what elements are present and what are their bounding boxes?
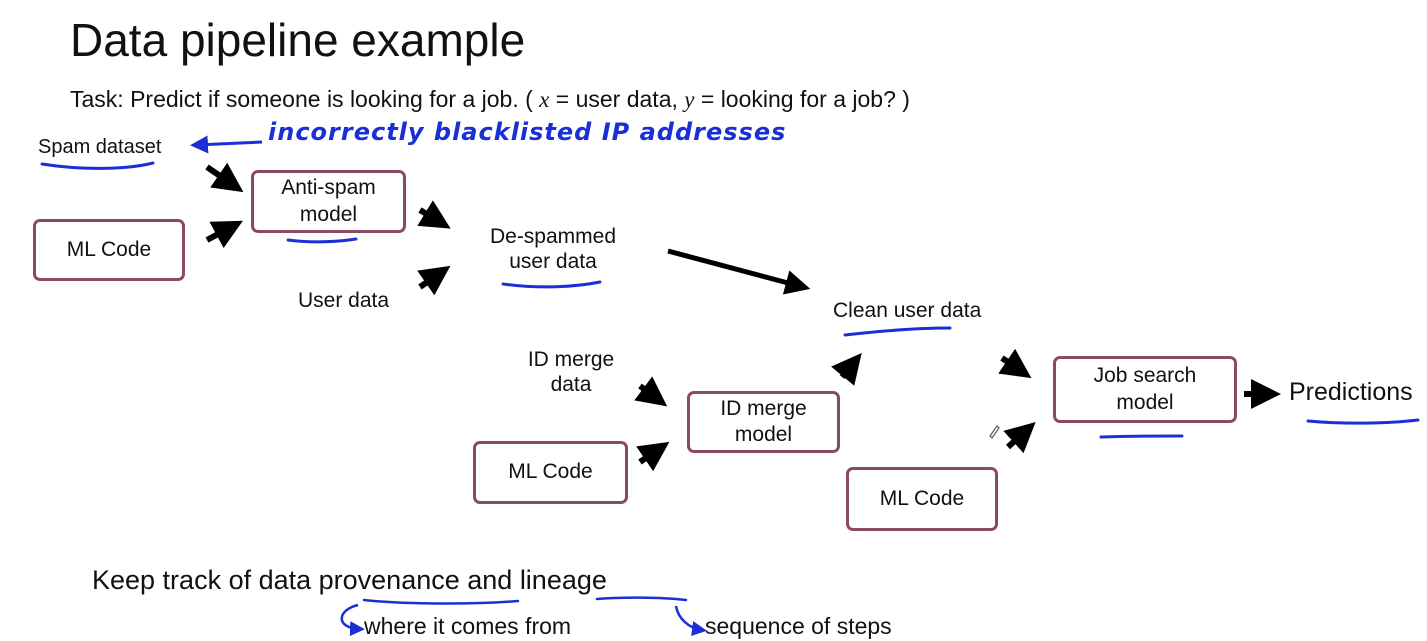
arrow-antispam-to-despammed [417,200,451,229]
lineage-word: lineage [519,565,607,595]
x-definition: = user data, [549,86,685,112]
clean-user-data-label: Clean user data [833,299,982,322]
task-prefix: Task: Predict if someone is looking for … [70,86,533,112]
sequence-of-steps-note: sequence of steps [705,613,892,639]
where-it-comes-from-note: where it comes from [364,613,572,639]
hook-arrow-provenance [340,603,365,637]
arrow-clean-to-jobsearch [998,348,1032,379]
provenance-word: provenance [318,565,460,595]
underline-anti-spam-model [286,237,358,244]
underline-despammed [501,280,602,289]
arrow-mlcode1-to-antispam [205,220,243,249]
arrow-spam-to-antispam [205,162,244,193]
anti-spam-line2: model [299,202,358,226]
x-variable: x [539,87,550,112]
underline-job-search-model [1099,434,1184,439]
ml-code-box-3: ML Code [846,467,998,531]
despammed-line2: user data [509,250,597,274]
handwritten-note: incorrectly blacklisted IP addresses [268,118,787,146]
id-merge-data-label: ID merge data [506,347,636,397]
page-title: Data pipeline example [70,14,526,66]
underline-lineage [595,596,688,602]
blue-arrow-to-spam-dataset [190,135,263,154]
ml-code-label-1: ML Code [66,237,152,261]
arrow-mlcode2-to-idmerge [636,441,670,472]
despammed-user-data-label: De-spammed user data [483,224,623,274]
arrow-despammed-to-clean [667,248,811,295]
underline-provenance [362,598,520,605]
y-definition: = looking for a job? ) [694,86,910,112]
keep-prefix: Keep track of data [92,565,319,595]
spam-dataset-label: Spam dataset [38,136,162,158]
job-search-line2: model [1116,390,1174,414]
id-merge-data-line2: data [550,373,592,397]
despammed-line1: De-spammed [489,225,617,248]
pencil-icon [989,425,1000,439]
ml-code-label-3: ML Code [879,486,965,510]
hook-arrow-lineage [674,605,707,637]
task-description: Task: Predict if someone is looking for … [70,86,910,113]
id-merge-model-box: ID merge model [687,391,840,453]
id-merge-model-line2: model [734,423,793,446]
arrow-idmerge-to-clean [831,353,862,386]
user-data-label: User data [298,289,390,312]
predictions-label: Predictions [1289,378,1413,406]
job-search-model-box: Job search model [1053,356,1237,423]
job-search-line1: Job search [1093,364,1197,388]
id-merge-model-line1: ID merge [720,396,807,420]
ml-code-box-2: ML Code [473,441,628,504]
ml-code-box-1: ML Code [33,219,185,281]
provenance-lineage-statement: Keep track of data provenance and lineag… [92,565,607,596]
arrow-userdata-to-despammed [417,265,451,296]
id-merge-data-line1: ID merge [527,348,615,371]
underline-clean-user-data [843,326,952,337]
anti-spam-line1: Anti-spam [281,176,376,200]
underline-spam-dataset [40,161,155,170]
arrow-idmergedata-to-model [634,376,668,407]
y-variable: y [684,87,695,112]
underline-predictions [1306,418,1420,425]
anti-spam-model-box: Anti-spam model [251,170,406,233]
arrow-mlcode3-to-jobsearch [1003,421,1036,454]
ml-code-label-2: ML Code [508,460,593,484]
and-word: and [459,565,520,595]
